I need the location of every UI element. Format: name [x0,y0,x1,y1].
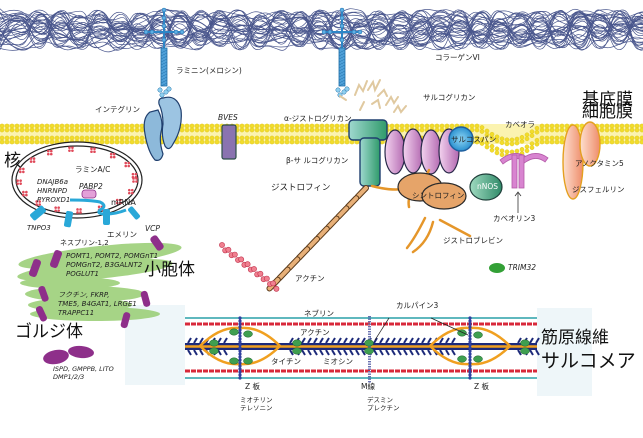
er-label: 小胞体 [144,260,195,280]
mrna-strand [69,198,127,216]
er-genes-label: POMT1, POMT2, POMGnT1 POMGnT2, B3GALNT2 … [66,252,159,278]
cyto-genes-label: ISPD, GMPPB, LITO DMP1/2/3 [53,365,114,382]
mrna-label: mRNA [111,198,136,207]
emerin-label: エメリン [107,230,137,239]
endoplasmic-reticulum [17,242,182,321]
laminin-label: ラミニン(メロシン) [176,66,242,75]
cell-membrane-label: 細胞膜 [582,102,633,122]
alpha-dystroglycan-label: α-ジストログリカン [284,114,352,123]
sarcospan-label: サルコスパン [451,135,497,144]
sarcomere-label-panel [537,308,592,396]
myofibril-label: 筋原線維 [541,328,609,348]
vcp-label: VCP [145,224,160,233]
nucleus [11,141,143,228]
dysferlin-label: ジスフェルリン [572,185,625,194]
collagen-vi-fibers [0,8,643,53]
sarcoglycan-complex [384,128,460,175]
syntrophin [397,172,467,210]
collagen-label: コラーゲンVI [435,53,480,62]
golgi-vesicles [29,235,164,365]
caveolin-3 [499,153,549,189]
syntrophin-label: シントロフィン [412,191,465,200]
glycan-chains [339,79,407,114]
dystrophin-label: ジストロフィン [271,183,331,193]
actin-filament [219,242,280,292]
caveola-label: カベオラ [505,120,535,129]
anoctamin-label: アノクタミン5 [575,159,624,168]
actin-sarc-label: アクチン [300,328,330,337]
nuclear-genes-label: DNAJB6a HNRNPD PYROXD1 [37,178,71,204]
titin-label: タイチン [271,357,301,366]
beta-sarcoglycan-label: β-サ ルコグリカン [286,156,349,165]
sarcomere-label: サルコメア [541,350,636,372]
laminin [143,7,185,98]
nesprin-label: ネスプリン-1,2 [60,239,109,247]
sarcoglycan-label: サルコグリカン [423,93,476,102]
calpain-label: カルパイン3 [396,301,439,310]
trim32 [489,263,505,273]
tnpo3-label: TNPO3 [27,224,51,232]
mline-proteins-label: デスミン プレクチン [367,396,400,413]
trim32-label: TRIM32 [508,263,537,272]
sarcospan [448,126,474,152]
calpain-pointers [374,317,469,341]
pabp2 [81,189,97,199]
nebulin-label: ネブリン [304,309,334,318]
mline-label: M線 [361,382,375,391]
nnos-label: nNOS [477,182,499,191]
golgi-label: ゴルジ体 [15,322,83,342]
golgi-genes-label: フクチン, FKRP, TME5, B4GAT1, LRGE1 TRAPPC11 [58,291,137,317]
nucleus-label: 核 [4,151,21,171]
sarcomere [185,316,540,383]
lamin-label: ラミンA/C [75,165,111,174]
integrin [143,96,182,161]
pabp2-label: PABP2 [79,182,103,191]
caveolin-label: カベオリン3 [493,214,536,223]
dystrobrevin-label: ジストロブレビン [443,236,503,245]
dystroglycan [348,119,388,187]
actin-cyto-label: アクチン [295,274,325,283]
bves [221,124,237,160]
dysferlin [562,124,584,200]
zdisc-label-1: Z 板 [245,382,261,391]
integrin-label: インテグリン [95,105,140,114]
basement-membrane-label: 基底膜 [582,90,633,110]
dystrophin [266,185,369,292]
myosin-label: ミオシン [323,357,353,366]
zdisc-label-2: Z 板 [474,382,490,391]
nnos [469,173,503,201]
anoctamin-5 [579,121,601,167]
bves-label: BVES [218,113,238,122]
zdisc-proteins-label: ミオチリン テレソニン [240,396,273,413]
laminin-2 [321,7,363,98]
